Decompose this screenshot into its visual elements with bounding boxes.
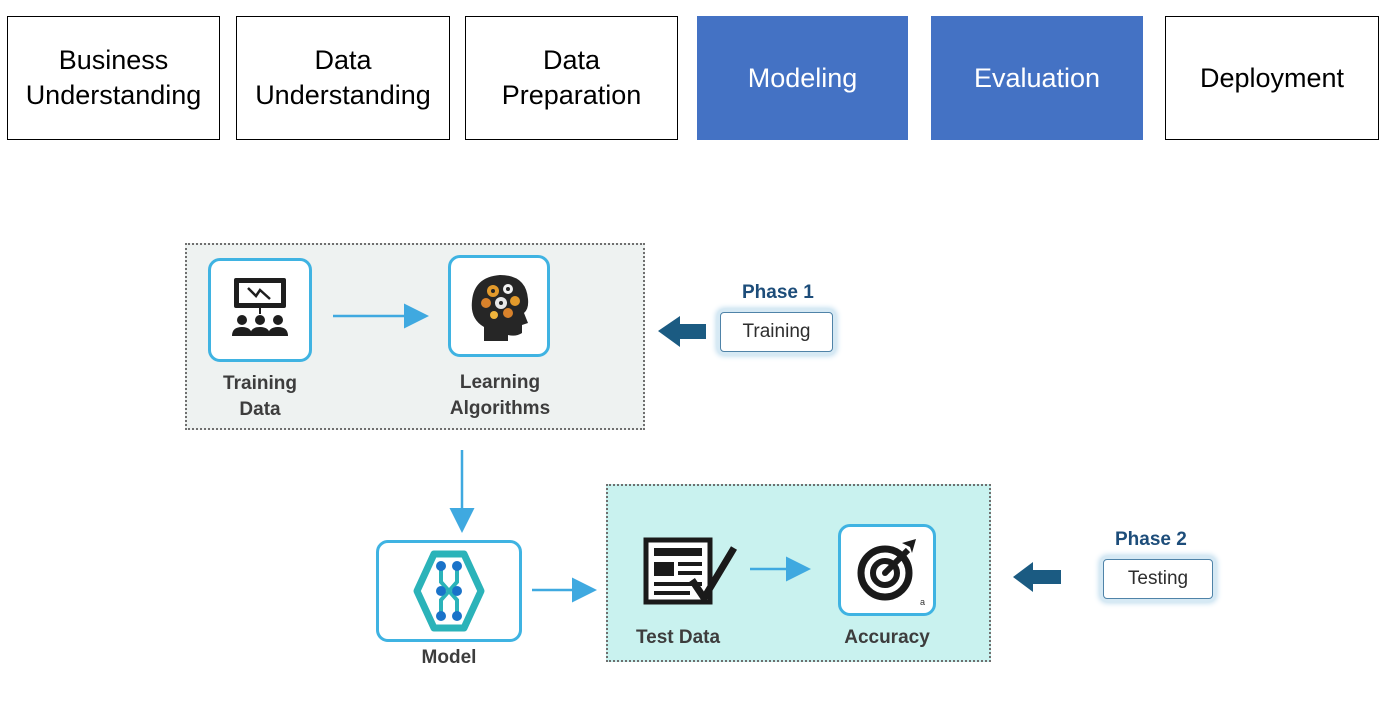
model-label: Model [421, 647, 477, 668]
test-data-icon-wrap [642, 536, 738, 610]
training-data-label: Training Data [223, 373, 297, 420]
neural-network-icon [413, 550, 485, 632]
phase2-testing-pill: Testing [1103, 559, 1213, 599]
learning-algorithms-icon-box [448, 255, 550, 357]
brain-gears-head-icon [471, 275, 529, 341]
test-data-label: Test Data [635, 627, 721, 648]
accuracy-label: Accuracy [844, 627, 930, 648]
phase1-arrow-icon [658, 316, 706, 347]
phase1-training-pill: Training [720, 312, 833, 352]
stage-evaluation: Evaluation [931, 16, 1143, 140]
model-icon-box [376, 540, 522, 642]
target-dart-icon [857, 539, 916, 601]
stage-business-understanding: Business Understanding [7, 16, 220, 140]
stage-modeling: Modeling [697, 16, 908, 140]
phase2-title: Phase 2 [1115, 529, 1187, 550]
stage-deployment: Deployment [1165, 16, 1379, 140]
training-data-icon-box [208, 258, 312, 362]
accuracy-icon-box: a [838, 524, 936, 616]
stage-data-understanding: Data Understanding [236, 16, 450, 140]
learning-algorithms-label: Learning Algorithms [449, 372, 551, 419]
document-checkmark-icon [643, 537, 738, 605]
accuracy-corner-mark: a [919, 597, 925, 607]
stage-data-preparation: Data Preparation [465, 16, 678, 140]
phase1-title: Phase 1 [742, 282, 814, 303]
presentation-team-icon [232, 278, 288, 336]
phase2-arrow-icon [1013, 562, 1061, 592]
